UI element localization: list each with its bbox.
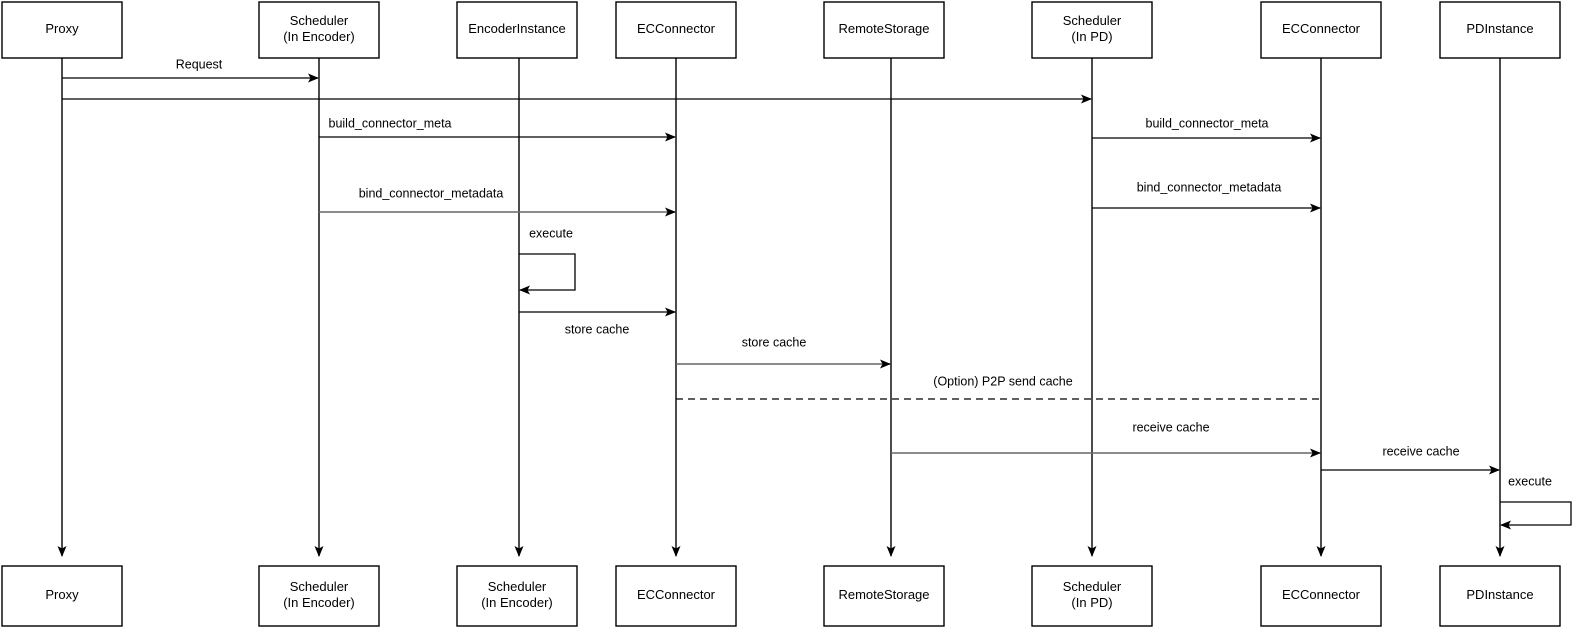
participant-label: ECConnector xyxy=(637,587,716,602)
top-participant-boxes: Proxy Scheduler(In Encoder) EncoderInstanc… xyxy=(1,1,1561,59)
participant-label: EncoderInstance xyxy=(468,21,566,36)
participant-label: PDInstance xyxy=(1466,587,1533,602)
participant-box-top-encoder-instance[interactable]: EncoderInstance xyxy=(456,1,578,59)
participant-box-top-ec-connector-enc[interactable]: ECConnector xyxy=(615,1,737,59)
self-message-path-execute-encoder xyxy=(519,253,576,295)
self-messages-layer: execute execute xyxy=(519,226,1572,530)
participant-label: RemoteStorage xyxy=(838,21,929,36)
participant-label: Scheduler(In PD) xyxy=(1063,13,1122,44)
participant-label: Scheduler(In Encoder) xyxy=(481,579,553,610)
message-label-bind-meta-pd: bind_connector_metadata xyxy=(1137,180,1282,194)
participant-box-bottom-ec-connector-enc[interactable]: ECConnector xyxy=(615,565,737,627)
message-build-meta-enc[interactable]: build_connector_meta xyxy=(319,116,676,142)
participant-box-top-remote-storage[interactable]: RemoteStorage xyxy=(823,1,945,59)
participant-box-top-pd-instance[interactable]: PDInstance xyxy=(1439,1,1561,59)
participant-label: Scheduler(In Encoder) xyxy=(283,13,355,44)
self-message-execute-encoder[interactable]: execute xyxy=(519,226,576,295)
message-label-build-meta-pd: build_connector_meta xyxy=(1146,116,1269,130)
self-message-path-execute-pd xyxy=(1500,501,1572,530)
participant-box-bottom-encoder-instance[interactable]: Scheduler(In Encoder) xyxy=(456,565,578,627)
message-label-p2p-send-cache: (Option) P2P send cache xyxy=(933,374,1072,388)
participant-box-bottom-remote-storage[interactable]: RemoteStorage xyxy=(823,565,945,627)
participant-box-top-ec-connector-pd[interactable]: ECConnector xyxy=(1260,1,1382,59)
participant-box-top-proxy[interactable]: Proxy xyxy=(1,1,123,59)
self-message-label-execute-encoder: execute xyxy=(529,226,573,240)
self-message-label-execute-pd: execute xyxy=(1508,474,1552,488)
participant-box-bottom-scheduler-pd[interactable]: Scheduler(In PD) xyxy=(1031,565,1153,627)
bottom-participant-boxes: Proxy Scheduler(In Encoder) Scheduler(In E… xyxy=(1,565,1561,627)
messages-layer: Request build_connector_meta build_connect… xyxy=(62,57,1500,475)
participant-box-bottom-pd-instance[interactable]: PDInstance xyxy=(1439,565,1561,627)
lifelines-layer xyxy=(57,58,1505,557)
message-label-receive-cache-2: receive cache xyxy=(1382,444,1459,458)
participant-label: RemoteStorage xyxy=(838,587,929,602)
message-label-receive-cache-1: receive cache xyxy=(1132,420,1209,434)
message-receive-cache-2[interactable]: receive cache xyxy=(1321,444,1500,475)
participant-label: ECConnector xyxy=(637,21,716,36)
message-store-cache-1[interactable]: store cache xyxy=(519,307,676,336)
message-build-meta-pd[interactable]: build_connector_meta xyxy=(1092,116,1321,143)
participant-label: ECConnector xyxy=(1282,21,1361,36)
participant-box-bottom-proxy[interactable]: Proxy xyxy=(1,565,123,627)
self-message-execute-pd[interactable]: execute xyxy=(1500,474,1572,530)
participant-box-top-scheduler-pd[interactable]: Scheduler(In PD) xyxy=(1031,1,1153,59)
message-label-store-cache-2: store cache xyxy=(742,335,807,349)
participant-box-bottom-scheduler-encoder[interactable]: Scheduler(In Encoder) xyxy=(258,565,380,627)
message-label-build-meta-enc: build_connector_meta xyxy=(329,116,452,130)
participant-label: ECConnector xyxy=(1282,587,1361,602)
message-label-store-cache-1: store cache xyxy=(565,322,630,336)
message-bind-meta-enc[interactable]: bind_connector_metadata xyxy=(319,186,676,217)
participant-label: Scheduler(In PD) xyxy=(1063,579,1122,610)
participant-label: Scheduler(In Encoder) xyxy=(283,579,355,610)
participant-label: Proxy xyxy=(45,21,79,36)
participant-box-top-scheduler-encoder[interactable]: Scheduler(In Encoder) xyxy=(258,1,380,59)
participant-label: Proxy xyxy=(45,587,79,602)
participant-box-bottom-ec-connector-pd[interactable]: ECConnector xyxy=(1260,565,1382,627)
message-label-request: Request xyxy=(176,57,223,71)
message-receive-cache-1[interactable]: receive cache xyxy=(891,420,1321,458)
message-store-cache-2[interactable]: store cache xyxy=(676,335,891,369)
message-p2p-send-cache[interactable]: (Option) P2P send cache xyxy=(676,374,1321,400)
participant-label: PDInstance xyxy=(1466,21,1533,36)
message-bind-meta-pd[interactable]: bind_connector_metadata xyxy=(1092,180,1321,213)
message-request[interactable]: Request xyxy=(62,57,319,83)
message-label-bind-meta-enc: bind_connector_metadata xyxy=(359,186,504,200)
